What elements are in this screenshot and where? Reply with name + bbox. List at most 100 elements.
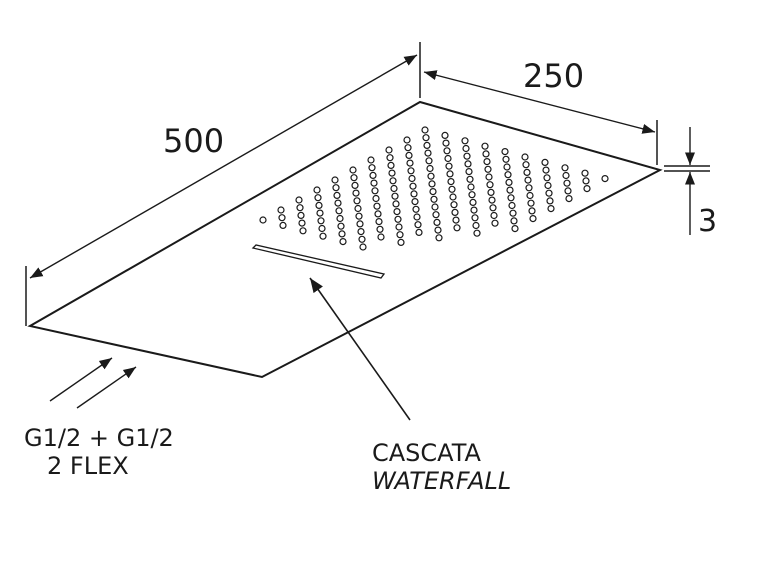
- nozzle-dot: [447, 178, 455, 186]
- nozzle-dot: [426, 164, 434, 173]
- nozzle-dot: [562, 171, 570, 180]
- nozzle-dot: [315, 201, 323, 209]
- nozzle-dot: [393, 208, 401, 216]
- nozzle-dot: [410, 190, 418, 198]
- nozzle-dot: [403, 136, 411, 144]
- nozzle-dot: [374, 210, 382, 218]
- nozzle-dot: [259, 216, 267, 224]
- nozzle-dot: [583, 185, 591, 193]
- nozzle-dot: [490, 211, 498, 220]
- nozzle-dot: [433, 218, 441, 226]
- nozzle-dot: [451, 208, 459, 216]
- nozzle-dot: [296, 204, 304, 212]
- nozzle-dot: [449, 193, 457, 201]
- nozzle-dot: [505, 178, 513, 186]
- nozzle-dot: [481, 142, 489, 150]
- nozzle-dot: [354, 204, 362, 213]
- nozzle-dot: [392, 200, 400, 208]
- nozzle-dot: [508, 201, 516, 210]
- nozzle-dot: [371, 187, 379, 195]
- nozzle-dot: [404, 144, 412, 152]
- nozzle-dot: [387, 161, 395, 169]
- nozzle-dot: [545, 189, 553, 197]
- width-dimension-line: [423, 70, 656, 134]
- nozzle-dot: [359, 243, 367, 251]
- nozzle-dot: [504, 171, 512, 179]
- nozzle-dot: [409, 182, 417, 190]
- nozzle-dot: [411, 198, 419, 206]
- nozzle-dot: [369, 171, 377, 179]
- nozzle-dot: [376, 225, 384, 233]
- nozzle-dot: [405, 151, 413, 159]
- nozzle-dot: [356, 220, 364, 228]
- nozzle-dot: [412, 205, 420, 213]
- nozzle-dot: [452, 216, 460, 224]
- nozzle-dot: [397, 238, 405, 246]
- nozzle-dot: [461, 137, 469, 145]
- nozzle-dot: [525, 184, 533, 192]
- nozzle-dot: [358, 235, 366, 243]
- nozzle-dot: [334, 199, 342, 207]
- nozzle-dot: [391, 192, 399, 200]
- nozzle-dot: [424, 149, 432, 157]
- nozzle-dot: [414, 221, 422, 229]
- nozzle-dot: [435, 234, 443, 242]
- nozzle-dot: [386, 154, 394, 162]
- nozzle-dot: [488, 196, 496, 204]
- nozzle-dot: [444, 154, 452, 163]
- nozzle-dot: [428, 180, 436, 188]
- nozzle-dot: [337, 222, 345, 230]
- nozzle-dot: [485, 173, 493, 181]
- nozzle-dot: [528, 207, 536, 215]
- nozzle-dot: [529, 215, 537, 223]
- nozzle-dot: [507, 194, 515, 202]
- nozzle-dot: [357, 228, 365, 236]
- nozzle-dot: [564, 187, 572, 195]
- nozzle-dot: [338, 230, 346, 238]
- nozzle-dot: [487, 188, 495, 196]
- nozzle-dot: [336, 214, 344, 223]
- nozzle-dot: [446, 170, 454, 178]
- nozzle-dot: [471, 214, 479, 222]
- nozzle-dot: [502, 155, 510, 163]
- nozzle-dot: [407, 167, 415, 175]
- nozzle-dot: [299, 227, 307, 235]
- nozzle-dot: [521, 153, 529, 161]
- nozzle-dot: [450, 201, 458, 209]
- nozzle-dot: [421, 126, 429, 134]
- nozzle-dot: [503, 163, 511, 171]
- nozzle-dot: [466, 175, 474, 183]
- nozzle-dot: [353, 197, 361, 205]
- nozzle-dot: [408, 174, 416, 183]
- nozzle-dot: [463, 152, 471, 160]
- length-label: 500: [163, 122, 224, 160]
- nozzle-dot: [278, 214, 286, 222]
- nozzle-dot: [434, 226, 442, 234]
- nozzle-dot: [484, 165, 492, 173]
- nozzle-dot: [388, 169, 396, 177]
- nozzle-dot: [510, 217, 518, 225]
- nozzle-dot: [581, 169, 589, 177]
- nozzle-dot: [506, 186, 514, 194]
- nozzle-dot: [335, 207, 343, 215]
- nozzle-dot: [277, 206, 285, 214]
- nozzle-dot: [565, 195, 573, 203]
- nozzle-dot: [413, 213, 421, 221]
- inlet-arrow-2: [76, 366, 137, 409]
- nozzle-dot: [470, 206, 478, 214]
- nozzle-dot: [448, 185, 456, 193]
- nozzle-dot: [395, 223, 403, 231]
- nozzle-dot: [314, 194, 322, 202]
- nozzle-dot: [489, 204, 497, 212]
- nozzle-dot: [331, 176, 339, 184]
- nozzle-dot: [429, 188, 437, 196]
- nozzle-dot: [523, 168, 531, 176]
- nozzle-dot: [406, 159, 414, 167]
- nozzle-dot: [467, 183, 475, 191]
- nozzle-dot: [394, 215, 402, 223]
- nozzle-dot: [445, 162, 453, 170]
- nozzle-dot: [462, 144, 470, 153]
- nozzle-dot: [469, 198, 477, 206]
- nozzle-dot: [373, 202, 381, 210]
